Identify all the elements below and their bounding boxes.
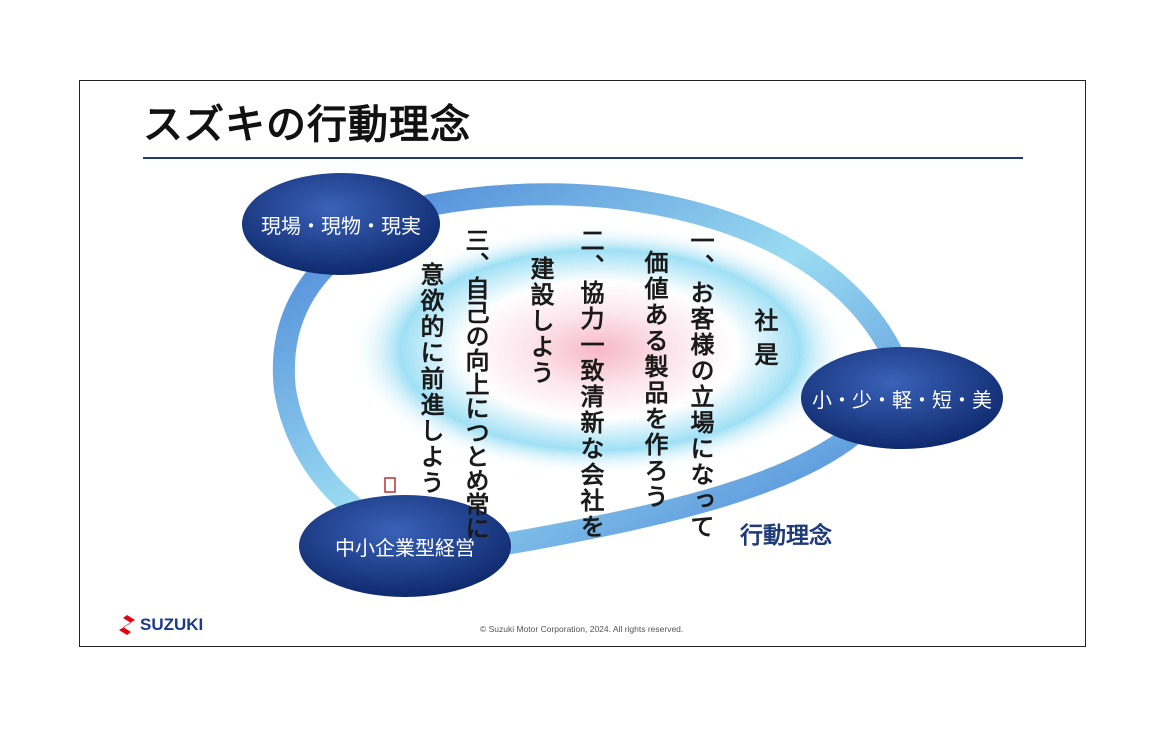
suzuki-logo: SUZUKI	[118, 615, 203, 635]
logo-text: SUZUKI	[140, 615, 204, 634]
title-divider	[143, 157, 1023, 159]
node-genba: 現場・現物・現実	[261, 213, 421, 238]
node-shosho-shape	[801, 347, 1003, 449]
suzuki-s-icon	[119, 615, 135, 635]
shaze-line-1: 一、お客様の立場になって	[686, 228, 715, 540]
ring-path	[272, 183, 912, 558]
shaze-heading: 社是	[750, 308, 779, 376]
node-chusho: 中小企業型経営	[335, 535, 475, 560]
shaze-line-3: 二、協力一致清新な会社を	[576, 228, 605, 540]
node-genba-shape	[242, 173, 440, 275]
copyright: © Suzuki Motor Corporation, 2024. All ri…	[480, 624, 684, 634]
glow-ellipse	[350, 225, 850, 475]
shaze-line-6: 意欲的に前進しよう	[416, 262, 445, 496]
node-shosho: 小・少・軽・短・美	[812, 387, 992, 412]
slide-title: スズキの行動理念	[143, 102, 471, 148]
ring-label: 行動理念	[740, 523, 832, 549]
shaze-line-2: 価値ある製品を作ろう	[640, 250, 669, 510]
shaze-line-4: 建設しよう	[526, 256, 555, 386]
node-chusho-shape	[299, 495, 511, 597]
shaze-line-5: 三、自己の向上につとめ常に	[461, 228, 490, 540]
seal-stamp	[384, 477, 396, 493]
